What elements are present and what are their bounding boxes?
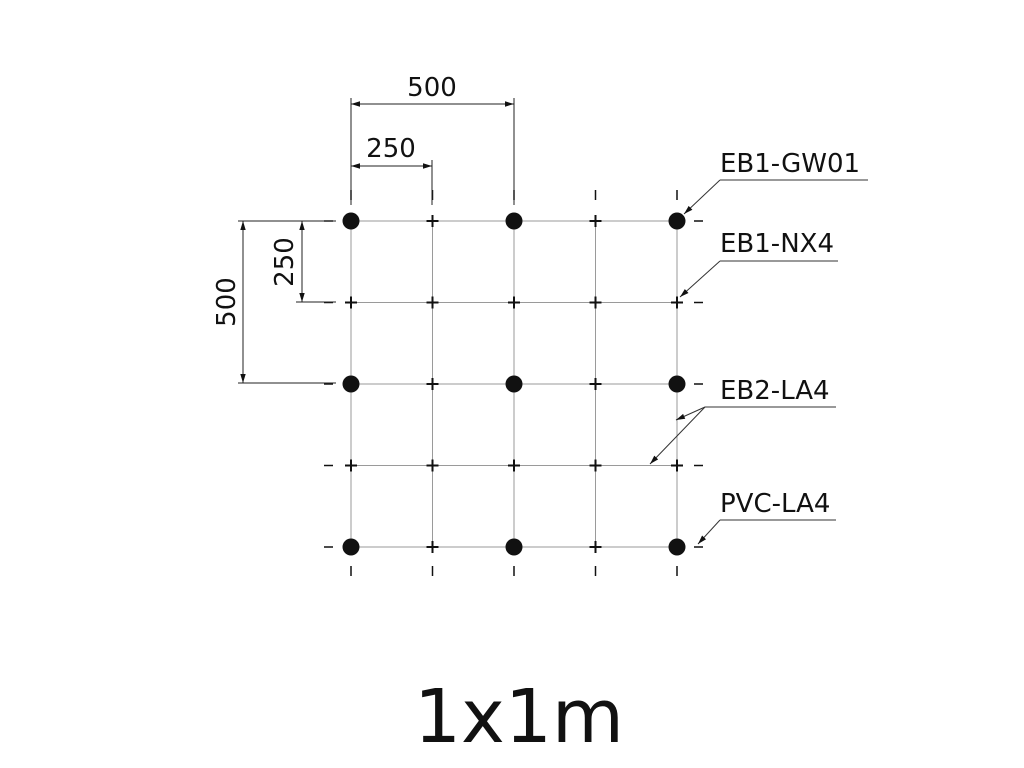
dimension-left-inner-label: 250 [270, 237, 300, 287]
grid-intersection-cross [671, 459, 683, 472]
callout-eb1-gw01: EB1-GW01 [683, 149, 868, 215]
callout-eb2-la4: EB2-LA4 [649, 376, 836, 465]
callout-eb1-nx4: EB1-NX4 [679, 229, 838, 298]
dimension-left-inner: 250 [270, 221, 336, 303]
callout-pvc-la4-label: PVC-LA4 [720, 489, 830, 519]
anchor-point-dot [668, 212, 686, 230]
grid-intersection-cross [589, 215, 602, 227]
dimension-left-outer: 500 [212, 220, 336, 384]
drawing-title: 1x1m [414, 674, 624, 760]
grid-intersection-cross [508, 459, 520, 472]
dimension-top-inner-label: 250 [366, 134, 416, 164]
grid-intersection-cross [589, 378, 602, 390]
anchor-point-dot [668, 538, 686, 556]
callout-pvc-la4: PVC-LA4 [697, 489, 836, 545]
anchor-point-dot [505, 212, 523, 230]
callout-eb2-la4-label: EB2-LA4 [720, 376, 830, 406]
grid-intersection-cross [426, 459, 439, 472]
anchor-point-dot [342, 212, 360, 230]
anchor-point-dot [342, 538, 360, 556]
anchor-point-dot [505, 538, 523, 556]
callout-eb1-gw01-label: EB1-GW01 [720, 149, 860, 179]
anchor-point-dot [668, 375, 686, 393]
grid-nodes [342, 212, 686, 556]
grid-intersection-cross [426, 541, 439, 553]
grid-intersection-cross [426, 378, 439, 390]
anchor-point-dot [505, 375, 523, 393]
grid-intersection-cross [671, 296, 683, 309]
anchor-point-dot [342, 375, 360, 393]
dimension-top-outer-label: 500 [407, 73, 457, 103]
grid-intersection-cross [589, 541, 602, 553]
grid-intersection-cross [426, 296, 439, 309]
grid-intersection-cross [426, 215, 439, 227]
dimension-top-inner: 250 [351, 134, 433, 205]
grid-intersection-cross [345, 296, 357, 309]
grid-intersection-cross [345, 459, 357, 472]
grid-intersection-cross [589, 459, 602, 472]
callout-eb1-nx4-label: EB1-NX4 [720, 229, 834, 259]
dimension-left-outer-label: 500 [212, 277, 242, 327]
grid-intersection-cross [589, 296, 602, 309]
grid-intersection-cross [508, 296, 520, 309]
dimension-top-outer: 500 [350, 73, 515, 205]
